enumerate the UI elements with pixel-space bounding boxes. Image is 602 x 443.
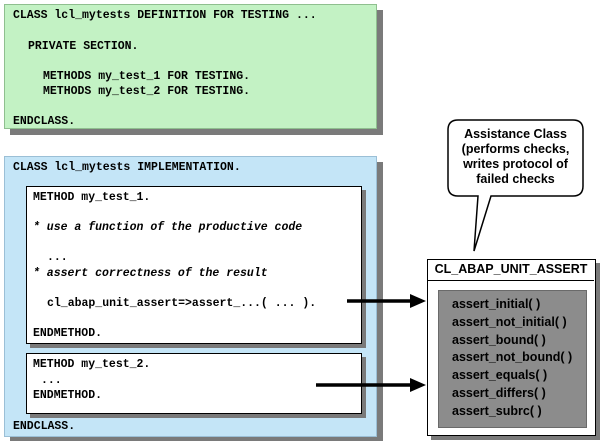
callout-line-2: (performs checks, <box>461 142 570 156</box>
callout-line-3: writes protocol of <box>463 157 568 171</box>
assert-method-item: assert_differs( ) <box>452 385 546 400</box>
assert-method-item: assert_equals( ) <box>452 368 548 383</box>
callout-line-1: Assistance Class <box>464 127 567 141</box>
definition-line-4: METHODS my_test_2 FOR TESTING. <box>43 85 251 98</box>
method-2-ellipsis: ... <box>41 374 62 387</box>
assert-class-title: CL_ABAP_UNIT_ASSERT <box>434 262 588 276</box>
implementation-footer: ENDCLASS. <box>13 420 76 433</box>
method-1-comment-2: * assert correctness of the result <box>33 267 268 280</box>
assert-method-item: assert_not_bound( ) <box>452 350 573 365</box>
assert-class-divider <box>428 280 594 281</box>
definition-line-5: ENDCLASS. <box>13 115 76 128</box>
method-1-line-1: METHOD my_test_1. <box>33 191 151 204</box>
assert-method-item: assert_not_initial( ) <box>452 314 567 329</box>
method-1-line-6: ENDMETHOD. <box>33 327 103 340</box>
method-2-box: METHOD my_test_2. ... ENDMETHOD. <box>26 353 362 414</box>
method-2-line-1: METHOD my_test_2. <box>33 358 151 371</box>
callout-text: Assistance Class (performs checks, write… <box>448 127 583 187</box>
callout-line-4: failed checks <box>476 172 555 186</box>
assert-methods-panel: assert_initial( ) assert_not_initial( ) … <box>438 290 587 428</box>
definition-line-1: CLASS lcl_mytests DEFINITION FOR TESTING… <box>13 9 317 22</box>
method-1-assert-call: cl_abap_unit_assert=>assert_...( ... ). <box>47 297 317 310</box>
method-2-line-3: ENDMETHOD. <box>33 389 103 402</box>
method-1-box: METHOD my_test_1. * use a function of th… <box>26 186 362 344</box>
assert-class-box: CL_ABAP_UNIT_ASSERT assert_initial( ) as… <box>427 259 596 436</box>
implementation-header: CLASS lcl_mytests IMPLEMENTATION. <box>13 161 241 174</box>
definition-line-3: METHODS my_test_1 FOR TESTING. <box>43 70 251 83</box>
assert-method-item: assert_bound( ) <box>452 332 546 347</box>
assert-method-item: assert_subrc( ) <box>452 403 542 418</box>
method-1-ellipsis: ... <box>47 251 68 264</box>
definition-box: CLASS lcl_mytests DEFINITION FOR TESTING… <box>4 4 377 129</box>
method-1-comment-1: * use a function of the productive code <box>33 221 303 234</box>
assert-method-item: assert_initial( ) <box>452 297 541 311</box>
definition-line-2: PRIVATE SECTION. <box>28 40 139 53</box>
